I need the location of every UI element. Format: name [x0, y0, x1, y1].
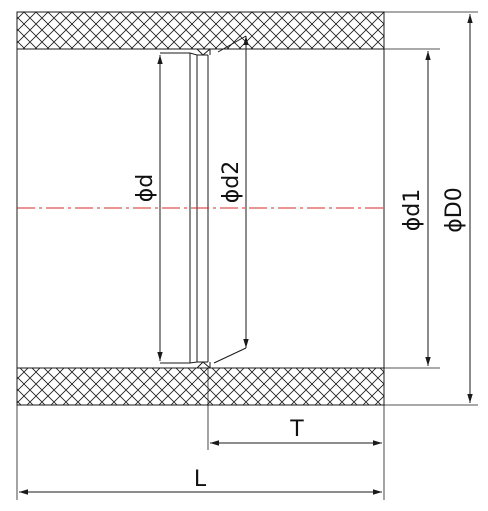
label-L: L	[194, 467, 207, 492]
bottom-step	[160, 361, 208, 364]
d2-leader-top	[217, 35, 247, 53]
dimension-lines	[19, 14, 473, 495]
label-T: T	[289, 417, 304, 442]
label-D0: ϕD0	[442, 187, 467, 232]
top-chamfer	[196, 48, 211, 56]
bottom-wall-section	[16, 367, 385, 406]
top-wall-section	[16, 11, 385, 50]
extension-lines	[16, 11, 478, 500]
d2-leader-bottom	[213, 347, 247, 364]
bottom-chamfer	[196, 361, 211, 369]
label-d2: ϕd2	[219, 161, 244, 203]
label-d: ϕd	[133, 174, 158, 202]
pipe-body	[16, 11, 385, 406]
label-d1: ϕd1	[400, 189, 425, 231]
